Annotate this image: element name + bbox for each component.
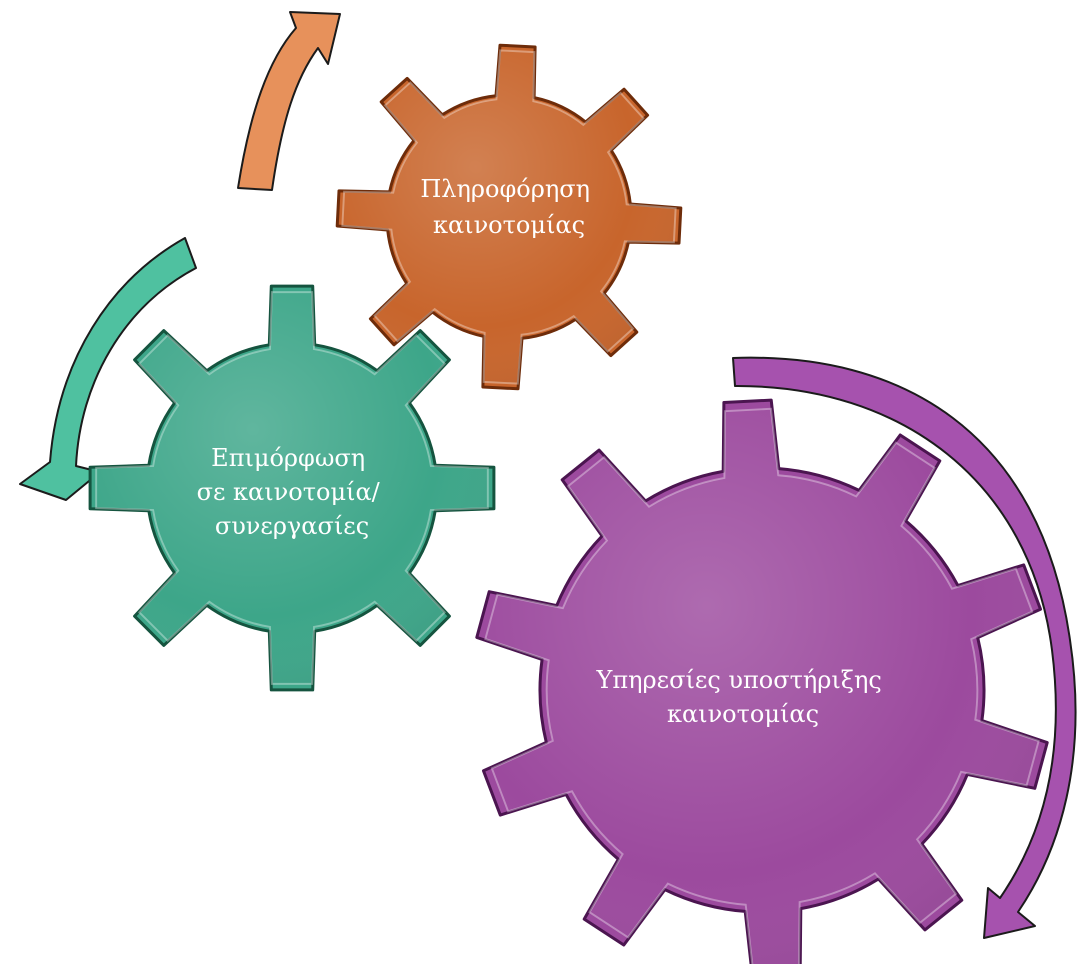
purple-cycle-arrow [732, 356, 1077, 939]
gear-info-label: Πληροφόρηση καινοτομίας [420, 175, 597, 239]
arrows-layer [19, 11, 1077, 939]
gear-info-shine [341, 49, 677, 385]
orange-cycle-arrow [237, 11, 341, 191]
gear-support-shine [484, 407, 1040, 964]
gear-support: Υπηρεσίες υποστήριξης καινοτομίας [475, 398, 1049, 964]
gear-info: Πληροφόρηση καινοτομίας [335, 43, 683, 391]
gear-training: Επιμόρφωση σε καινοτομία/ συνεργασίες [88, 284, 496, 692]
gear-training-label: Επιμόρφωση σε καινοτομία/ συνεργασίες [197, 444, 388, 540]
teal-cycle-arrow [19, 237, 197, 501]
gear-support-label: Υπηρεσίες υποστήριξης καινοτομίας [596, 666, 890, 728]
gear-training-shine [95, 291, 489, 685]
